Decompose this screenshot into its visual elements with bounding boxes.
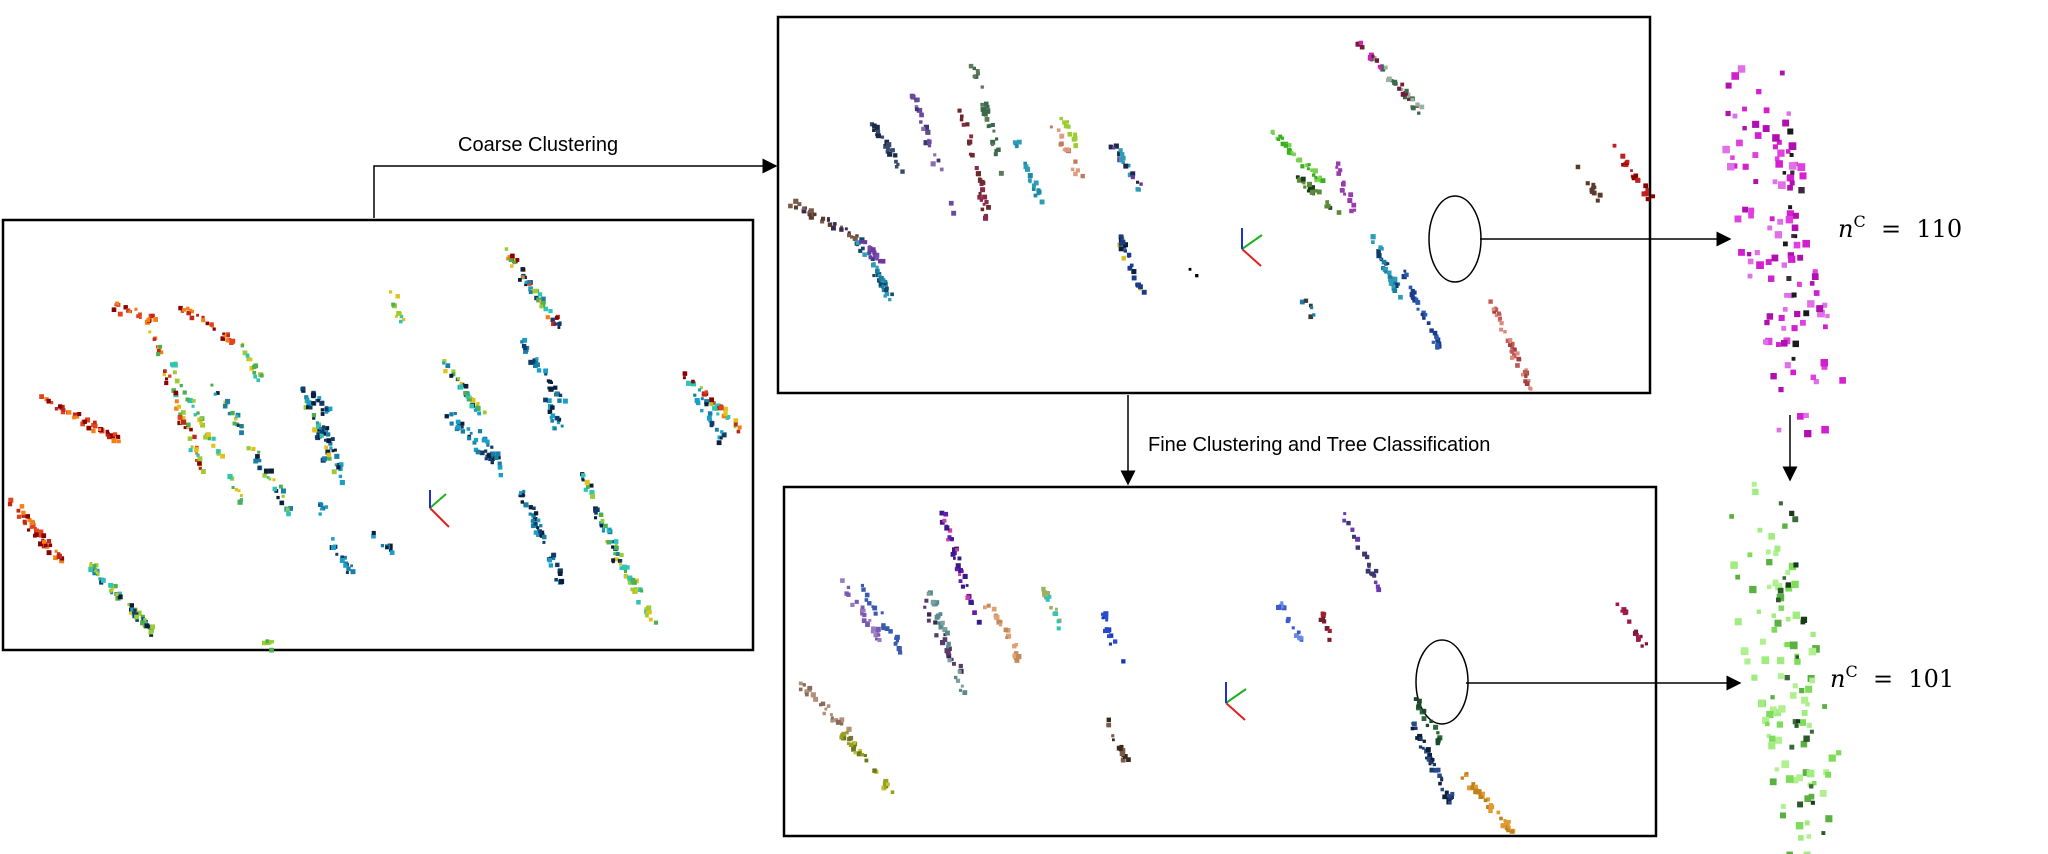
axes-icon-fine bbox=[1225, 682, 1247, 721]
fine-clustering-label: Fine Clustering and Tree Classification bbox=[1148, 434, 1491, 456]
raw-point-cloud-panel bbox=[1, 218, 755, 652]
extracted-tree-fine bbox=[1729, 481, 1842, 854]
selected-tree-ellipse-top bbox=[1428, 195, 1482, 283]
tree-count-bottom: nC = 101 bbox=[1830, 662, 1955, 693]
raw-point-cloud bbox=[7, 247, 742, 653]
extracted-tree-coarse bbox=[1722, 65, 1846, 438]
coarse-clustering-label: Coarse Clustering bbox=[458, 134, 619, 156]
fine-clusters-panel bbox=[782, 485, 1658, 838]
coarse-clusters-panel bbox=[776, 15, 1652, 395]
selected-tree-ellipse-bottom bbox=[1415, 639, 1469, 725]
axes-icon-raw bbox=[429, 490, 450, 528]
coarse-cluster-points bbox=[788, 40, 1655, 391]
axes-icon-coarse bbox=[1241, 228, 1263, 267]
fine-cluster-points bbox=[798, 510, 1648, 834]
tree-count-top: nC = 110 bbox=[1838, 212, 1963, 243]
coarse-arrow bbox=[373, 158, 778, 218]
